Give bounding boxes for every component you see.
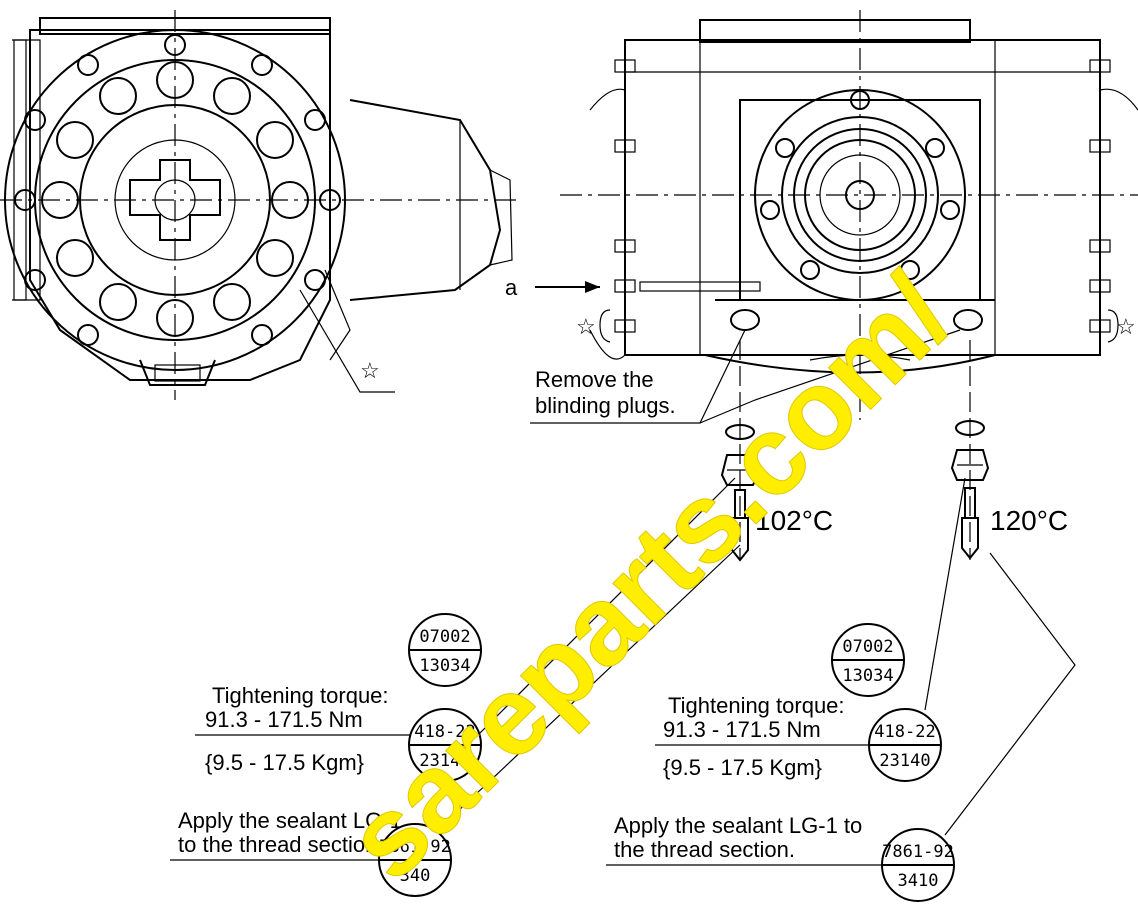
left-plug-number-bottom: 23140 xyxy=(419,751,470,771)
left-housing-front-view xyxy=(0,10,520,400)
right-housing-side-view xyxy=(535,10,1138,420)
star-marker-right-a: ☆ xyxy=(576,314,596,339)
left-sealant-line2: to the thread section. xyxy=(178,832,383,857)
remove-plugs-leader-right xyxy=(699,329,961,424)
right-sensor-number-top: 7861-92 xyxy=(882,842,954,862)
right-torque-nm: 91.3 - 171.5 Nm xyxy=(663,717,821,742)
right-torque-kgm: {9.5 - 17.5 Kgm} xyxy=(663,755,822,780)
left-sensor-leader xyxy=(439,544,741,829)
temp-label-right: 120°C xyxy=(990,505,1068,536)
right-plug-leader xyxy=(924,477,966,711)
remove-plugs-line2: blinding plugs. xyxy=(535,393,676,418)
right-sealant-line2: the thread section. xyxy=(614,837,795,862)
left-sealant-line1: Apply the sealant LG-1 xyxy=(178,808,402,833)
watermark: sareparts.com/ xyxy=(323,251,975,903)
right-exploded-parts xyxy=(950,340,990,560)
outer-bolts xyxy=(14,34,341,346)
right-plug-number-bottom: 23140 xyxy=(879,751,930,771)
left-sensor-number-bottom: 340 xyxy=(400,866,431,886)
side-bolts xyxy=(614,59,1111,333)
left-plug-leader xyxy=(477,477,736,736)
right-washer-number-bottom: 13034 xyxy=(842,666,893,686)
left-sensor-number-top: 7861-92 xyxy=(379,837,451,857)
left-plug-number-top: 418-22 xyxy=(414,722,475,742)
left-washer-number-top: 07002 xyxy=(419,627,470,647)
left-washer-number-bottom: 13034 xyxy=(419,656,470,676)
right-torque-title: Tightening torque: xyxy=(668,693,845,718)
star-marker-right-b: ☆ xyxy=(1116,314,1136,339)
bolt-ring xyxy=(41,61,309,337)
right-sensor-number-bottom: 3410 xyxy=(898,871,939,891)
left-exploded-parts xyxy=(720,340,760,562)
right-sensor-leader xyxy=(944,552,1076,836)
right-sealant-line1: Apply the sealant LG-1 to xyxy=(614,813,862,838)
left-torque-kgm: {9.5 - 17.5 Kgm} xyxy=(205,750,364,775)
arrow-a-label: a xyxy=(505,275,518,300)
temp-label-left: 102°C xyxy=(755,505,833,536)
left-torque-nm: 91.3 - 171.5 Nm xyxy=(205,707,363,732)
right-plug-number-top: 418-22 xyxy=(874,722,935,742)
remove-plugs-line1: Remove the xyxy=(535,367,654,392)
left-torque-title: Tightening torque: xyxy=(212,683,389,708)
right-washer-number-top: 07002 xyxy=(842,637,893,657)
star-marker-left: ☆ xyxy=(360,358,380,383)
